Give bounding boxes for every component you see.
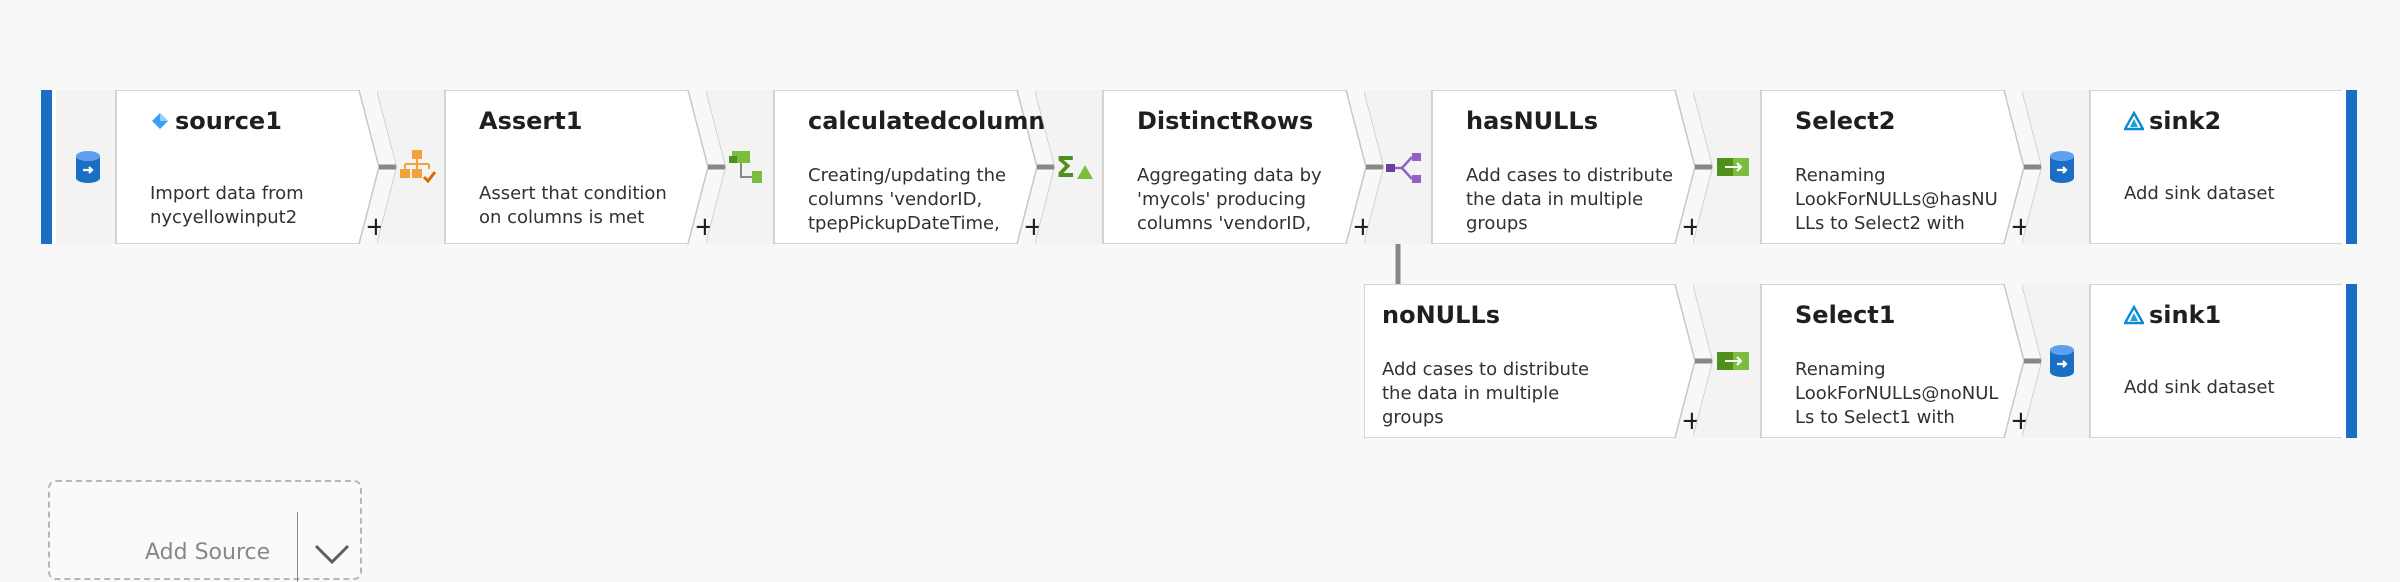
node-title-text: calculatedcolumns [808,107,1060,135]
source-diamond-icon [150,111,170,131]
node-title-text: sink2 [2149,107,2222,135]
node-title: sink1 [2124,301,2221,329]
node-title-text: source1 [175,107,282,135]
node-title: hasNULLs [1466,107,1598,135]
node-shape [377,90,708,244]
node-title: Select2 [1795,107,1895,135]
node-shape [706,90,1037,244]
chevron-down-icon[interactable] [312,540,352,570]
node-title: source1 [150,107,282,135]
node-title: Select1 [1795,301,1895,329]
node-title: calculatedcolumns [808,107,1060,135]
node-description: Add cases to distribute the data in mult… [1466,165,1674,234]
node-description: Aggregating data by 'mycols' producing c… [1137,165,1322,234]
node-title-text: hasNULLs [1466,107,1599,135]
node-description: Renaming LookForNULLs@hasNULLs to Select… [1795,165,1998,234]
derived-column-icon [726,147,766,187]
svg-text:Σ: Σ [1056,151,1075,184]
node-title-text: Assert1 [479,107,583,135]
stream-start-marker [45,90,52,244]
sink-cylinder-icon [2042,341,2082,381]
add-source-label: Add Source [145,540,271,565]
aggregate-icon: Σ [1055,147,1095,187]
select-icon [1713,147,1753,187]
node-description: Import data from nycyellowinput2 [150,183,304,228]
node-title-text: noNULLs [1382,301,1501,329]
node-shape [1035,90,1366,244]
add-source-divider [297,512,298,582]
sink-triangle-icon [2124,305,2144,325]
node-title: noNULLs [1382,301,1500,329]
connector-lines [379,164,2042,364]
node-shape [1364,284,1695,438]
node-description: Assert that condition on columns is met [479,183,667,228]
conditional-split-icon [1384,147,1424,187]
node-description: Add sink dataset [2124,183,2275,204]
node-title: sink2 [2124,107,2221,135]
stream-end-marker [2346,284,2353,438]
sink-triangle-icon [2124,111,2144,131]
node-shape [1693,90,2024,244]
node-description: Creating/updating the columns 'vendorID,… [808,165,1007,234]
assert-icon [397,147,437,187]
node-description: Add sink dataset [2124,377,2275,398]
node-description: Renaming LookForNULLs@noNULLs to Select1… [1795,359,1999,428]
node-title-text: Select2 [1795,107,1896,135]
node-description: Add cases to distribute the data in mult… [1382,359,1590,428]
node-title: Assert1 [479,107,582,135]
source-cylinder-icon [68,147,108,187]
node-title-text: Select1 [1795,301,1896,329]
select-icon [1713,341,1753,381]
node-shape [2022,90,2353,244]
add-source-button[interactable]: Add Source [48,480,362,582]
node-title-text: sink1 [2149,301,2222,329]
stream-end-marker [2346,90,2353,244]
sink-cylinder-icon [2042,147,2082,187]
node-title-text: DistinctRows [1137,107,1314,135]
node-title: DistinctRows [1137,107,1313,135]
node-shape [1364,90,1695,244]
